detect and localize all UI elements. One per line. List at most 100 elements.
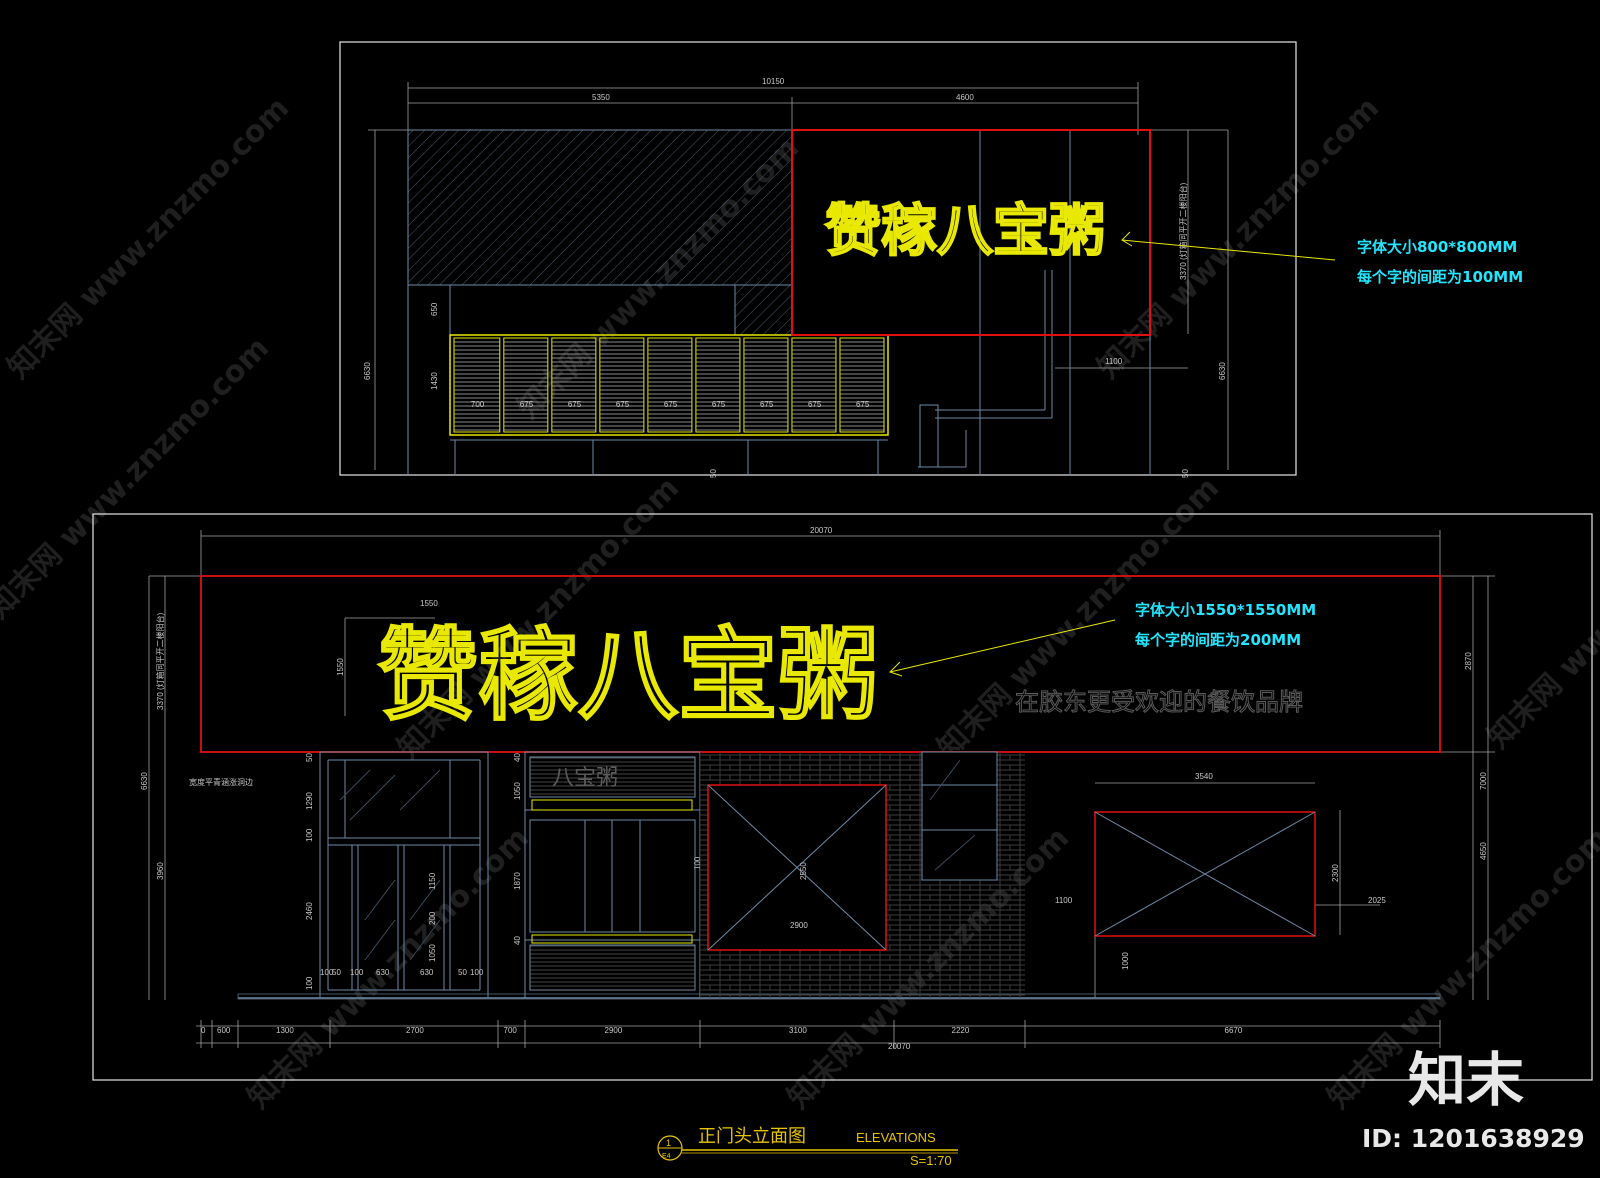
dim-label: 50 — [1181, 469, 1190, 478]
dim-label: 2900 — [790, 921, 808, 930]
panel-width-label: 675 — [856, 400, 870, 409]
title-block: 1 E4 正门头立面图 ELEVATIONS S=1:70 — [657, 1126, 958, 1168]
louver-panel — [599, 337, 645, 433]
dim-label: 2700 — [406, 1026, 424, 1035]
dim-label: 6670 — [1225, 1026, 1243, 1035]
dim-label: 1290 — [305, 792, 314, 810]
slogan-text: 在胶东更受欢迎的餐饮品牌 — [1015, 688, 1303, 716]
upper-elevation: 10150 5350 4600 650 1430 6630 1100 3370 … — [339, 41, 1523, 478]
dim-label: 100 — [305, 828, 314, 842]
dim-label: 6630 — [140, 772, 149, 790]
dim-label: 3960 — [156, 862, 165, 880]
louver-panel — [743, 337, 789, 433]
dim-label: 100 — [470, 968, 484, 977]
louver-panel — [695, 337, 741, 433]
brand-logo: 知末 — [1408, 1046, 1524, 1114]
lower-leader-line — [889, 619, 1116, 673]
small-sign-text: 八宝粥 — [552, 766, 618, 791]
watermark-text: 知末网 www.znzmo.com — [1481, 461, 1600, 756]
lower-sign-text: 赞稼八宝粥 — [378, 617, 878, 734]
watermark-text: 知末网 www.znzmo.com — [0, 331, 276, 626]
dim-label: 1430 — [430, 372, 439, 390]
dim-label: 20070 — [810, 526, 833, 535]
dim-label: 2460 — [305, 902, 314, 920]
upper-sign-box — [791, 129, 1151, 336]
dim-label: 1100 — [1055, 896, 1073, 905]
title-circle-bottom: E4 — [662, 1153, 671, 1160]
dim-label: 1550 — [336, 658, 345, 676]
left-note: 宽度平青涵涨洞边 — [189, 777, 253, 787]
right-window-box — [1094, 811, 1316, 937]
dim-label: 3100 — [789, 1026, 807, 1035]
dim-label: 3540 — [1195, 772, 1213, 781]
lower-elevation: 20070 1550 1550 3370 (灯箱同平开二楼阳台) 6630 39… — [92, 513, 1593, 1081]
dim-label: 2900 — [605, 1026, 623, 1035]
dim-label: 40 — [513, 936, 522, 945]
lower-note-line1: 字体大小1550*1550MM — [1135, 601, 1316, 619]
dim-label: 100 — [305, 976, 314, 990]
panel-width-label: 700 — [471, 400, 485, 409]
dim-label: 2300 — [1331, 864, 1340, 882]
dim-label: 650 — [430, 302, 439, 316]
louver-panel — [551, 337, 597, 433]
dim-label: 1870 — [513, 872, 522, 890]
dim-label: 2870 — [1464, 652, 1473, 670]
dim-label: 2550 — [799, 862, 808, 880]
dim-label: 50 — [709, 469, 718, 478]
upper-leader-line — [1121, 239, 1336, 261]
dim-label: 5350 — [592, 93, 610, 102]
dim-label: 2025 — [1368, 896, 1386, 905]
louver-panel — [647, 337, 693, 433]
dim-label: 630 — [376, 968, 390, 977]
lower-note-line2: 每个字的间距为200MM — [1135, 631, 1301, 649]
dim-label: 4600 — [956, 93, 974, 102]
upper-note-line1: 字体大小800*800MM — [1357, 238, 1517, 256]
dim-label: 1050 — [513, 782, 522, 800]
dim-label: 1150 — [428, 872, 437, 890]
dim-label: 0 — [201, 1026, 206, 1035]
dim-label: 100 — [320, 968, 334, 977]
panel-width-label: 675 — [664, 400, 678, 409]
panel-width-label: 675 — [520, 400, 534, 409]
dim-label: 50 — [305, 753, 314, 762]
dim-label: 6630 — [363, 362, 372, 380]
title-circle-top: 1 — [666, 1138, 671, 1148]
hatched-facade — [734, 284, 793, 336]
panel-width-label: 675 — [616, 400, 630, 409]
title-cn: 正门头立面图 — [698, 1126, 806, 1147]
upper-note-line2: 每个字的间距为100MM — [1357, 268, 1523, 286]
lower-frame — [92, 513, 1593, 1081]
dim-label: 7000 — [1479, 772, 1488, 790]
dim-label: 40 — [513, 753, 522, 762]
dim-label: 700 — [504, 1026, 518, 1035]
title-en: ELEVATIONS — [856, 1130, 936, 1145]
dim-label: 6630 — [1218, 362, 1227, 380]
dim-label: 1100 — [1105, 357, 1123, 366]
watermark-text: 知末网 www.znzmo.com — [1091, 91, 1386, 386]
entrance-door — [319, 751, 489, 999]
panel-width-label: 675 — [808, 400, 822, 409]
dim-label: 1300 — [276, 1026, 294, 1035]
dim-label: 100 — [693, 856, 702, 870]
dim-label: 1550 — [420, 599, 438, 608]
dim-label: 2220 — [952, 1026, 970, 1035]
door-glass-reflection — [339, 769, 441, 961]
upper-sign-text: 赞稼八宝粥 — [825, 199, 1105, 264]
panel-width-label: 675 — [712, 400, 726, 409]
louver-panel — [503, 337, 549, 433]
dim-label: 1000 — [1121, 952, 1130, 970]
dim-label: 1050 — [428, 944, 437, 962]
dim-label: 50 — [458, 968, 467, 977]
louver-panel — [791, 337, 837, 433]
dim-label: 600 — [217, 1026, 231, 1035]
dim-label: 50 — [332, 968, 341, 977]
image-id: ID: 1201638929 — [1362, 1124, 1585, 1153]
louver-panel — [839, 337, 885, 433]
dim-label: 100 — [350, 968, 364, 977]
hatched-facade — [407, 129, 793, 286]
louver-panel — [453, 337, 501, 433]
dim-label: 20070 — [888, 1042, 911, 1051]
dim-label: 3370 (灯箱同平开二楼阳台) — [155, 612, 165, 710]
dim-label: 10150 — [762, 77, 785, 86]
